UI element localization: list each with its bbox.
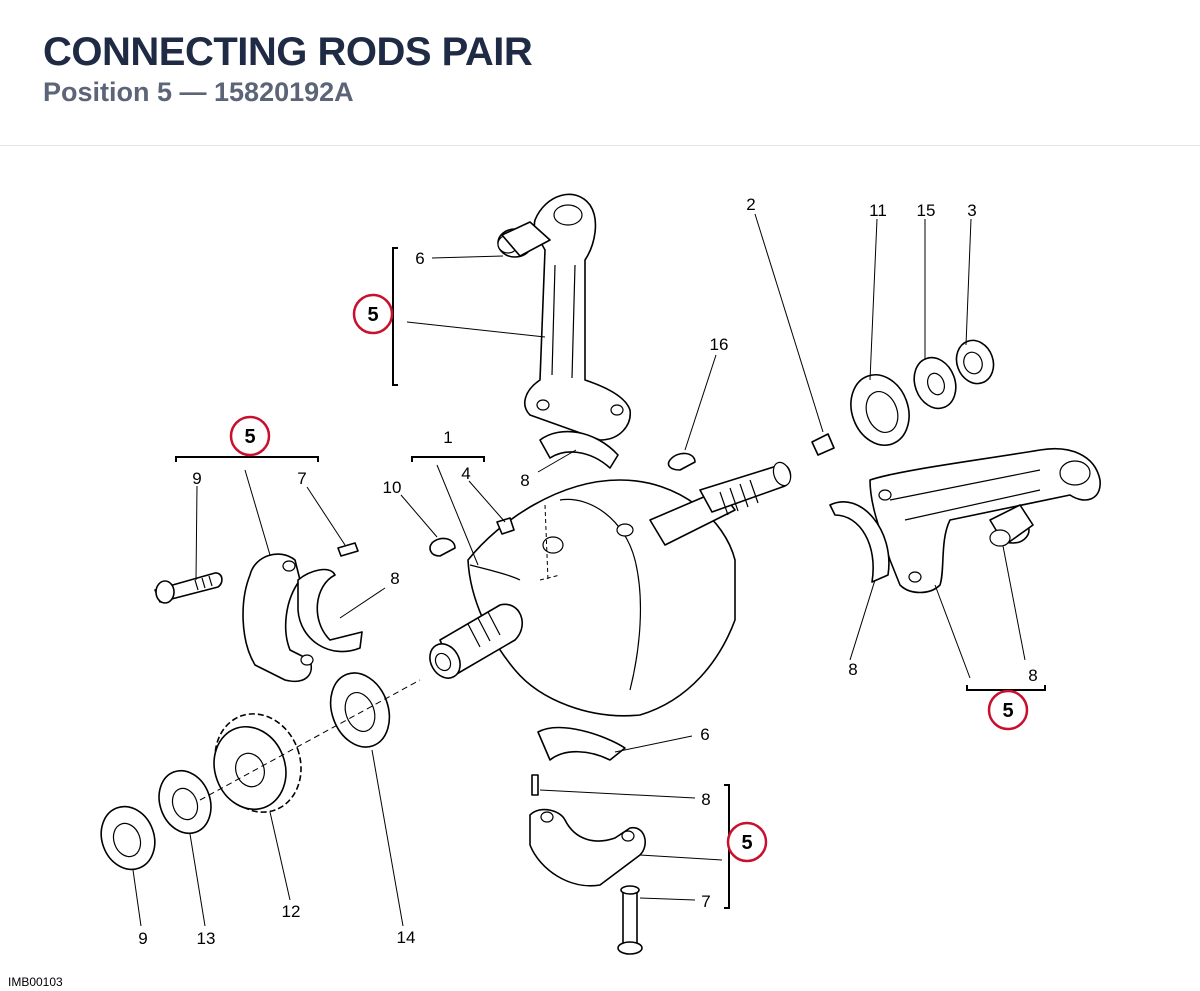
part-label: 4 (461, 464, 470, 483)
lower-cap-part[interactable] (529, 808, 646, 887)
left-cap-bolt-part[interactable] (154, 572, 223, 604)
page-title: CONNECTING RODS PAIR (43, 30, 533, 74)
right-bearing-shell-part[interactable] (829, 501, 890, 583)
part-label: 7 (701, 892, 710, 911)
leader-lines (132, 213, 1026, 927)
lower-dowel-pin-part[interactable] (531, 774, 539, 796)
part-label: 10 (383, 478, 402, 497)
upper-bearing-shell-part[interactable] (539, 430, 619, 469)
part-label: 12 (282, 902, 301, 921)
left-cap-part[interactable] (242, 553, 314, 682)
svg-text:5: 5 (1002, 700, 1013, 722)
svg-text:5: 5 (741, 832, 752, 854)
left-dowel-pin-part[interactable] (337, 542, 359, 557)
part-label: 11 (869, 201, 887, 220)
part-label: 6 (700, 725, 709, 744)
part-label: 14 (397, 928, 416, 947)
header: CONNECTING RODS PAIR Position 5 — 158201… (0, 0, 1200, 146)
gear-14-part[interactable] (201, 702, 314, 825)
shim-15-part[interactable] (907, 352, 962, 415)
lower-cap-bolt-part[interactable] (617, 885, 643, 955)
highlighted-callout[interactable]: 5 (229, 415, 271, 457)
part-label: 8 (1028, 666, 1037, 685)
plug-2-part[interactable] (811, 433, 835, 456)
diagram-code: IMB00103 (8, 975, 63, 989)
part-label: 9 (138, 929, 147, 948)
part-label: 15 (917, 201, 936, 220)
part-label: 9 (192, 469, 201, 488)
lower-bearing-shell-part[interactable] (537, 726, 626, 761)
shim-12-part[interactable] (151, 763, 220, 840)
part-label: 6 (415, 249, 424, 268)
part-label: 1 (443, 428, 452, 447)
key-16-part[interactable] (667, 452, 696, 471)
nut-13-part[interactable] (93, 799, 164, 877)
part-label: 8 (520, 471, 529, 490)
part-label: 2 (746, 195, 755, 214)
part-label: 3 (967, 201, 976, 220)
right-bush-part[interactable] (989, 504, 1034, 547)
svg-text:5: 5 (244, 426, 255, 448)
part-label: 13 (197, 929, 216, 948)
left-bearing-shell-part[interactable] (297, 568, 363, 653)
upper-connecting-rod-part[interactable] (497, 193, 631, 441)
exploded-parts-diagram: 5 5 5 5 6 2 11 15 3 16 1 4 10 8 9 7 8 8 … (93, 193, 1101, 955)
right-connecting-rod-part[interactable] (869, 448, 1101, 594)
svg-text:5: 5 (367, 304, 378, 326)
washer-11-right-part[interactable] (841, 367, 918, 454)
plug-4-part[interactable] (496, 517, 515, 535)
highlighted-callout[interactable]: 5 (987, 689, 1029, 731)
washer-11-left-part[interactable] (321, 665, 400, 756)
page-subtitle: Position 5 — 15820192A (43, 77, 354, 107)
part-label: 8 (701, 790, 710, 809)
part-label: 8 (848, 660, 857, 679)
key-10-part[interactable] (429, 537, 456, 557)
part-labels: 6 2 11 15 3 16 1 4 10 8 9 7 8 8 8 6 8 7 … (138, 195, 1037, 948)
highlighted-callout[interactable]: 5 (726, 821, 768, 863)
part-label: 8 (390, 569, 399, 588)
nut-3-part[interactable] (951, 335, 1000, 389)
part-label: 7 (297, 469, 306, 488)
highlighted-callout[interactable]: 5 (352, 293, 394, 335)
crankshaft-part[interactable] (424, 460, 794, 717)
part-label: 16 (710, 335, 729, 354)
